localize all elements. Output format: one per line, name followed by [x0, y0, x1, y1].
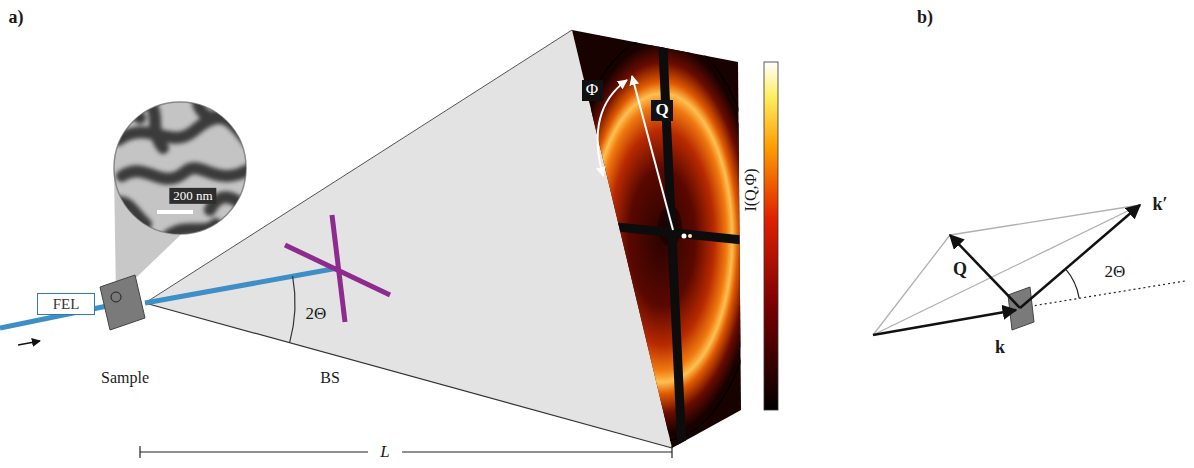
part-name: BS — [320, 369, 340, 387]
angle-tag: Φ — [582, 80, 603, 101]
angle-arc — [1066, 269, 1080, 298]
bright-spot — [682, 234, 687, 239]
sample-spot — [111, 292, 121, 302]
forward-direction — [1020, 281, 1185, 308]
bracket-line — [402, 451, 672, 452]
intensity-label: I(Q,Φ) — [742, 168, 760, 211]
construction-line — [873, 205, 1140, 335]
vector-label: Q — [953, 260, 967, 280]
scale-bar — [157, 210, 193, 214]
domain-pattern — [112, 100, 248, 236]
scattering-cone — [145, 30, 672, 448]
node-text: FEL — [53, 296, 80, 313]
source-box: FEL — [37, 293, 95, 315]
angle-label: 2Θ — [1105, 263, 1126, 282]
color-bar — [764, 62, 778, 410]
diffraction-pattern — [563, 28, 761, 450]
vector-label: k′ — [1152, 195, 1167, 215]
bracket-line — [140, 451, 368, 452]
detector-shadow-bar — [570, 222, 742, 240]
vector-label: k — [995, 338, 1005, 358]
panel-label: b) — [917, 8, 933, 28]
angle-label: 2Θ — [306, 305, 327, 324]
domain-stripe — [122, 168, 248, 179]
domain-stripe — [114, 110, 140, 118]
incident-vector — [873, 310, 1016, 335]
vector-tag: Q — [651, 100, 673, 121]
transmitted-beam — [145, 268, 338, 303]
distance-bracket — [140, 446, 672, 458]
cone-edge — [145, 303, 672, 448]
part-name: Sample — [101, 369, 149, 387]
bright-spot — [688, 234, 692, 238]
node-text: Q — [655, 101, 668, 120]
scattered-vector — [1020, 205, 1140, 308]
distance-label: L — [380, 443, 389, 462]
bracket-tick — [139, 446, 140, 458]
sample-plate — [100, 275, 145, 330]
diffraction-ring — [567, 43, 757, 433]
beam-stop-bar — [285, 245, 390, 295]
momentum-transfer-vector — [950, 235, 1020, 308]
scattering-geometry — [873, 205, 1185, 335]
q-vector-arrow — [632, 76, 673, 230]
scale-label: 200 nm — [169, 188, 216, 204]
panel-label: a) — [9, 8, 24, 28]
angle-arc — [290, 276, 295, 343]
domain-stripe — [112, 202, 146, 224]
node-text: Φ — [586, 81, 598, 100]
domain-stripe — [148, 100, 163, 148]
detector-shadow-bar — [662, 28, 682, 450]
domain-stripe — [168, 224, 216, 236]
beam-direction-arrow — [18, 341, 40, 345]
construction-line — [873, 235, 950, 335]
domain-stripe — [198, 100, 232, 117]
